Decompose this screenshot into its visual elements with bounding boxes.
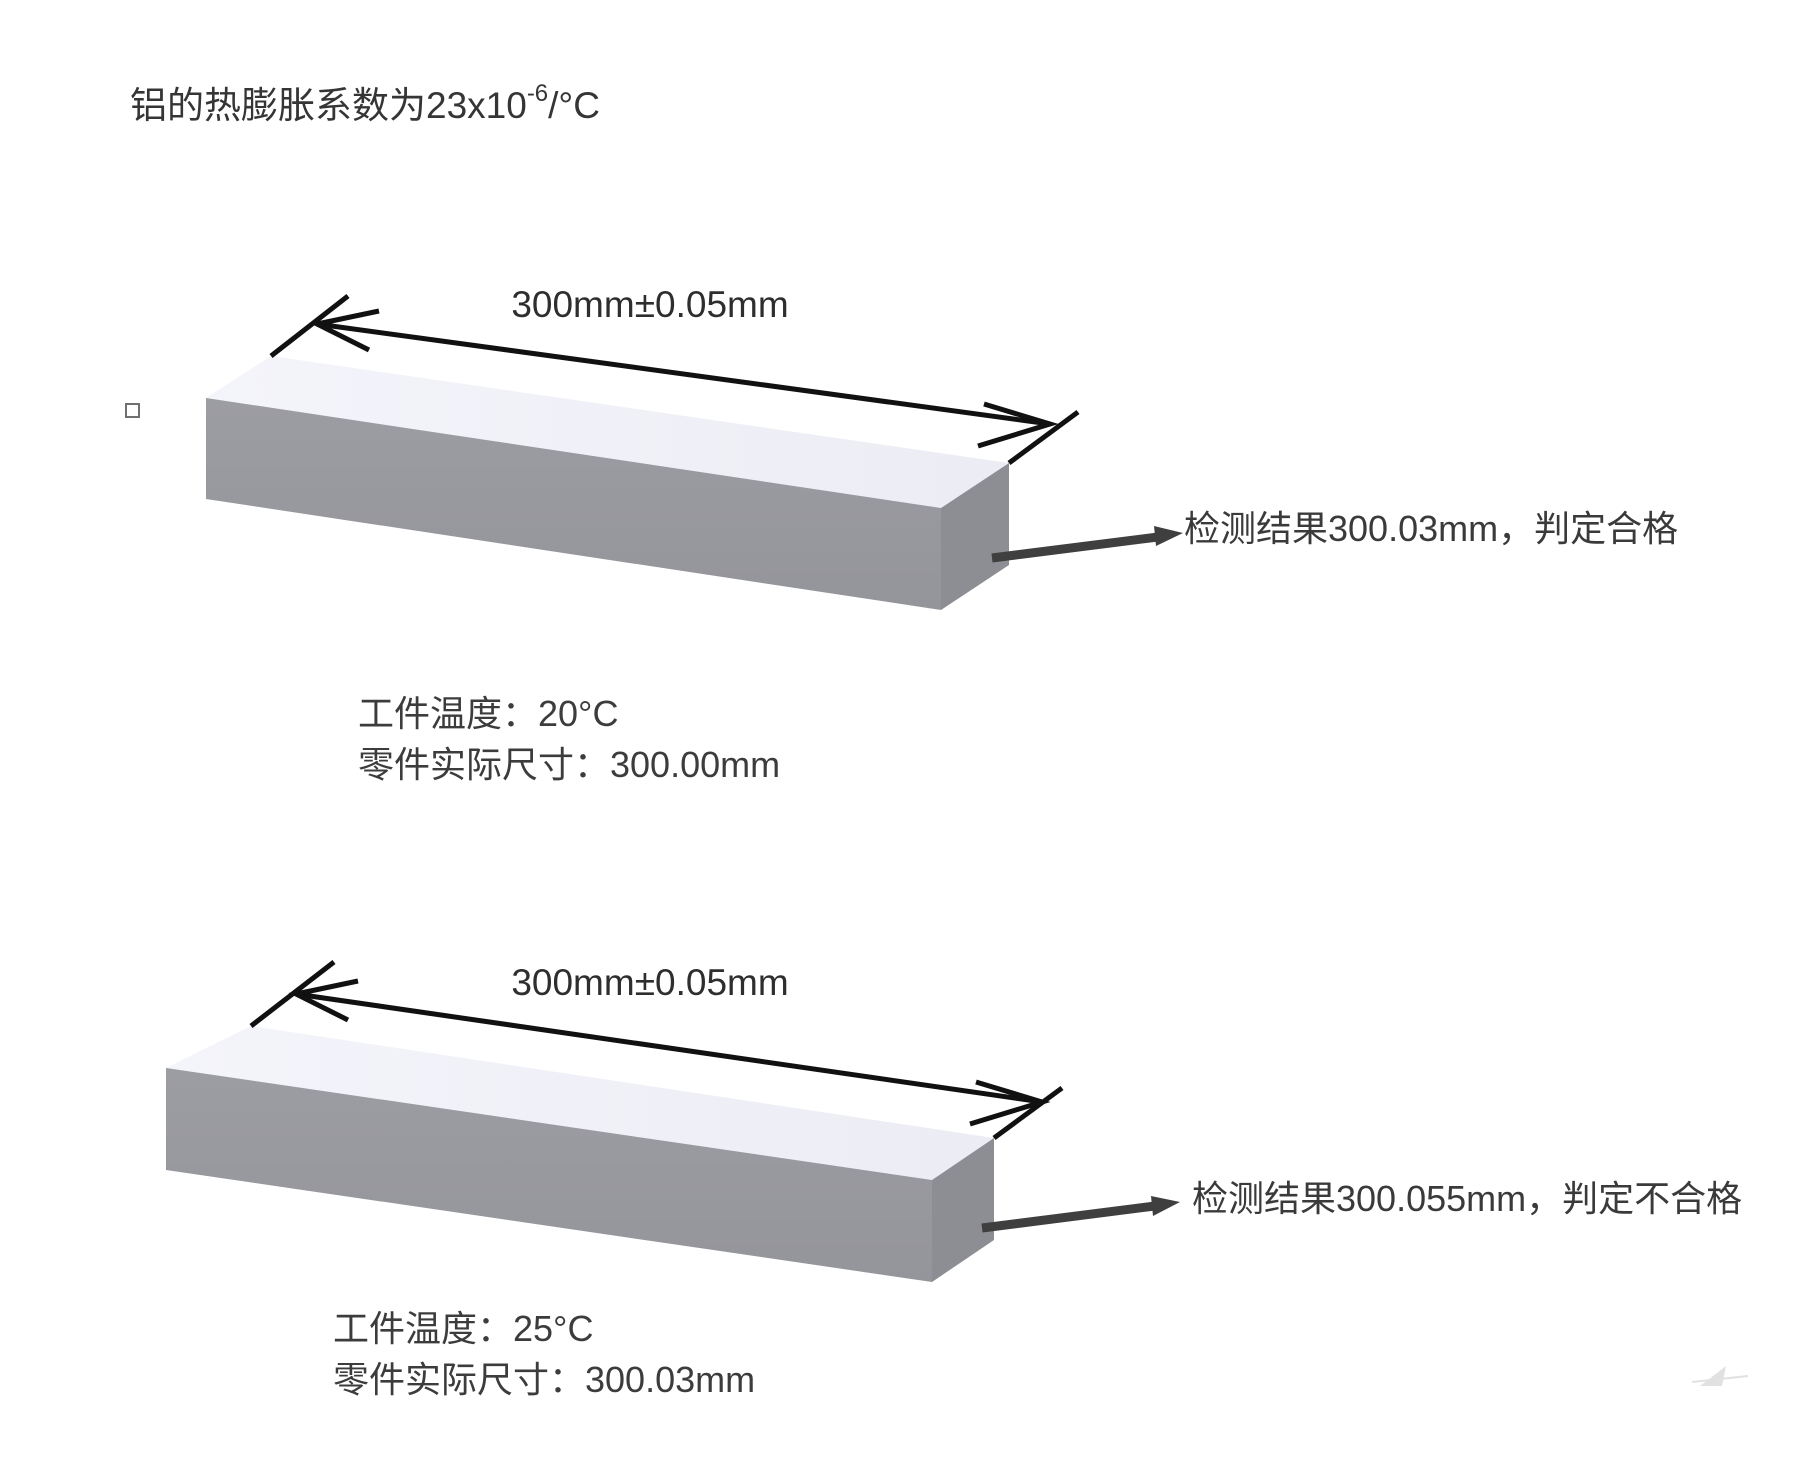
workpiece-1-top-face [206, 356, 1009, 508]
dimension-arrow-2 [249, 960, 1064, 1141]
arrowhead-left-2 [288, 978, 359, 1023]
workpiece-1-block [206, 356, 1009, 610]
title-unit: /°C [548, 85, 600, 126]
dimension-line-1 [316, 321, 1051, 427]
actual-size-label-1: 零件实际尺寸：300.00mm [358, 744, 781, 785]
extension-tick-right-2 [992, 1085, 1064, 1141]
watermark-arrow-icon [1691, 1366, 1749, 1386]
title-text: 铝的热膨胀系数为23x10 [130, 85, 527, 126]
leader-arrowhead-2 [1151, 1196, 1180, 1216]
dimension-label-2: 300mm±0.05mm [511, 962, 789, 1003]
workpiece-1-side-face [941, 463, 1009, 610]
workpiece-2-top-face [166, 1026, 994, 1180]
result-annotation-2: 检测结果300.055mm，判定不合格 [1192, 1178, 1743, 1219]
title-superscript: -6 [526, 79, 549, 107]
leader-arrow-2 [981, 1196, 1180, 1233]
workpiece-2-front-face [166, 1068, 932, 1282]
page-title: 铝的热膨胀系数为23x10-6/°C [130, 81, 600, 128]
workpiece-2-side-face [932, 1138, 994, 1282]
arrowhead-left-1 [309, 308, 380, 353]
leader-arrow-1 [991, 526, 1183, 563]
small-square-marker [125, 403, 140, 418]
arrowhead-right-2 [969, 1079, 1051, 1127]
extension-tick-right-1 [1007, 409, 1080, 466]
temperature-label-1: 工件温度：20°C [358, 693, 619, 734]
dimension-label-1: 300mm±0.05mm [511, 284, 789, 325]
dimension-line-2 [295, 991, 1043, 1105]
workpiece-1-front-face [206, 398, 941, 610]
dimension-arrow-1 [269, 294, 1080, 466]
workpiece-2-block [166, 1026, 994, 1282]
arrowhead-right-1 [977, 401, 1059, 449]
leader-arrowhead-1 [1154, 526, 1183, 546]
result-annotation-1: 检测结果300.03mm，判定合格 [1184, 508, 1679, 549]
actual-size-label-2: 零件实际尺寸：300.03mm [333, 1359, 756, 1400]
extension-tick-left-1 [269, 294, 350, 358]
temperature-label-2: 工件温度：25°C [333, 1308, 594, 1349]
